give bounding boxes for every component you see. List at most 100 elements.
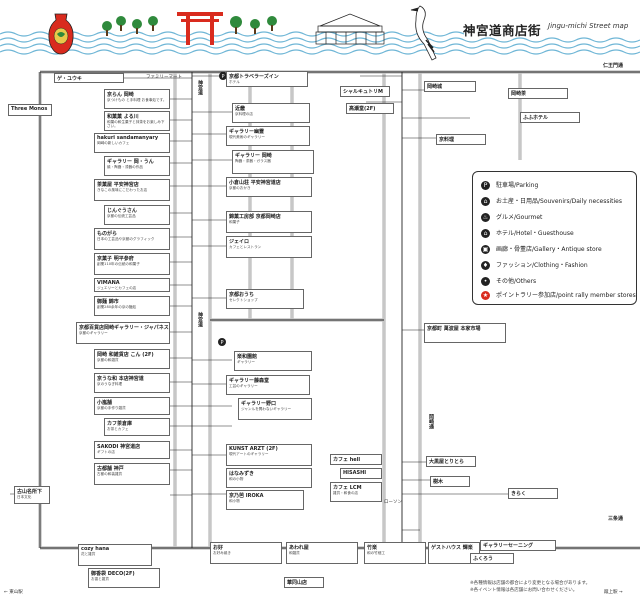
shop-card[interactable]: 岡崎城 — [424, 81, 476, 92]
shop-desc: 現代美術のギャラリー — [229, 135, 265, 139]
shop-card[interactable]: 京都町 萬波屋 本家市場 — [424, 323, 506, 343]
shop-name: VIMANA — [97, 280, 120, 286]
shop-card[interactable]: きらく — [508, 488, 558, 499]
legend-item-gallery: ▣画廊・骨董店/Gallery・Antique store — [481, 244, 602, 254]
shop-name: 古山名所下 — [17, 489, 43, 495]
shop-card[interactable]: 小倉山荘 平安神宮道店京都のおかき — [226, 177, 312, 197]
dots-icon: • — [481, 277, 490, 286]
shop-card[interactable]: シャルキュトリM — [340, 86, 390, 97]
shop-desc: 雑貨・和食の店 — [333, 491, 359, 495]
shop-card[interactable]: 京らん 岡崎京つけもの と手料理 お食事処です。 — [104, 89, 170, 109]
shop-card[interactable]: 京都おうちセレクトショップ — [226, 289, 304, 309]
shop-card[interactable]: 小嵐舗京都の手作り雑貨 — [94, 397, 170, 415]
shop-card[interactable]: ギャラリー 岡・うん焼・陶器・漆器の作品 — [104, 156, 170, 176]
shop-card[interactable]: Three Monos — [8, 104, 52, 116]
shop-desc: 和菓子 — [229, 220, 240, 224]
svg-text:P: P — [220, 340, 223, 346]
shop-card[interactable]: ふふホテル — [520, 112, 580, 123]
shop-card[interactable]: 岡崎 和雑貨店 こん (2F)京都の和雑貨 — [94, 349, 170, 369]
shop-card[interactable]: 京都百貨店岡崎ギャラリー・ジャパネスク京都のギャラリー — [76, 322, 170, 344]
shop-card[interactable]: あわれ屋和雑貨 — [286, 542, 358, 564]
shop-card[interactable]: 岡崎茶 — [508, 88, 568, 99]
shop-desc: 京都の伝統工芸品 — [107, 214, 136, 218]
shop-card[interactable]: ものがら日本の工芸品や京都のグラフィック — [94, 228, 170, 250]
fork-knife-icon: ♨ — [481, 213, 490, 222]
shop-card[interactable]: 錦菓工房部 京都岡崎店和菓子 — [226, 211, 312, 233]
shop-card[interactable]: KUNST ARZT (2F)現代アートのギャラリー — [226, 444, 312, 466]
shop-name: ふふホテル — [523, 115, 549, 121]
shop-name: HISASHI — [343, 470, 367, 476]
shop-card[interactable]: カフ茶倉庫お茶とカフェ — [104, 418, 170, 436]
shop-desc: 古都の和装雑貨 — [97, 472, 123, 476]
shop-card[interactable]: ギャラリー野口ジャンルを問わないギャラリー — [238, 398, 312, 420]
shop-card[interactable]: お好お好み焼き — [210, 542, 282, 564]
shop-card[interactable]: 和菓菓 よる川和菓の和生菓子と抹茶をお楽しみ下さい。 — [104, 111, 170, 131]
vase-illustration — [48, 13, 74, 55]
shop-card[interactable]: カフェ hell — [330, 454, 382, 465]
shop-card[interactable]: じんぐうさん京都の伝統工芸品 — [104, 205, 170, 225]
shop-card[interactable]: 近畿京料理の店 — [232, 103, 310, 123]
street-label-jingu-mid: 神宮道 — [197, 312, 203, 327]
shop-card[interactable]: ふくろう — [470, 553, 514, 564]
shop-name: 京都町 萬波屋 本家市場 — [427, 326, 481, 332]
shop-card[interactable]: 古山名所下日本文化 — [14, 486, 50, 504]
shop-card[interactable]: ギャラリー幽霊現代美術のギャラリー — [226, 126, 310, 146]
heron-illustration — [410, 5, 437, 61]
legend-label: 画廊・骨董店/Gallery・Antique store — [496, 246, 602, 253]
legend-item-others: • その他/Others — [481, 276, 536, 286]
shop-card[interactable]: はなみずき和の小物 — [226, 468, 312, 488]
shop-desc: ジュエリーとカフェの店 — [97, 286, 137, 290]
shop-card[interactable]: 京うな和 本店神宮道京のうなぎ料理 — [94, 373, 170, 393]
shop-card[interactable]: 大黒屋とりとら — [426, 456, 476, 467]
shop-card[interactable]: 御麺 錦市創業280余年の京の麺処 — [94, 296, 170, 316]
shop-card[interactable]: 華同山店 — [284, 577, 324, 588]
parking-icon: P — [481, 181, 490, 190]
shop-name: きらく — [511, 491, 527, 497]
shop-name: 京うな和 本店神宮道 — [97, 376, 144, 382]
legend-item-fashion: ♦ファッション/Clothing・Fashion — [481, 260, 588, 270]
point-rally-icon: ★ — [481, 291, 490, 300]
shop-name: ギャラリー野口 — [241, 401, 277, 407]
shop-card[interactable]: ギャラリーセーニング — [480, 540, 556, 551]
shop-card[interactable]: 竹楽和の竹細工 — [364, 542, 426, 564]
shop-name: ゲ・ユウキ — [57, 76, 83, 82]
shop-desc: 和の竹細工 — [367, 551, 385, 555]
shop-card[interactable]: 樹木 — [430, 476, 470, 487]
shop-card[interactable]: 京菓子 明平参府創業110年の伝統の和菓子 — [94, 253, 170, 275]
shop-desc: 現代アートのギャラリー — [229, 452, 269, 456]
shop-card[interactable]: HISASHI — [340, 468, 382, 479]
shop-card[interactable]: 高瀬堂(2F) — [346, 103, 394, 114]
shop-card[interactable]: 古都舗 神戸古都の和装雑貨 — [94, 463, 170, 485]
street-label-jingu-top: 神宮道 — [197, 80, 203, 95]
shop-card[interactable]: 茶菓屋 平安神宮店きなこの風味にこだわったお店 — [94, 179, 170, 201]
shop-card[interactable]: ジェイロカフェとレストラン — [226, 236, 312, 258]
legend-item-hotel: ⌂ホテル/Hotel・Guesthouse — [481, 228, 574, 238]
shop-card[interactable]: 楽和園館ギャラリー — [234, 351, 312, 371]
shop-name: シャルキュトリM — [343, 89, 383, 95]
station-higashiyama: ← 東山駅 — [4, 590, 23, 595]
shop-name: ジェイロ — [229, 239, 250, 245]
shop-card[interactable]: 京都トラベラーズインホテル — [226, 71, 308, 87]
shop-name: 樹木 — [433, 479, 444, 485]
shop-card[interactable]: 御香袋 DECO(2F)お香と雑貨 — [88, 568, 160, 588]
shop-desc: 京都の和雑貨 — [97, 358, 119, 362]
landmark-family: ファミリーマート — [146, 75, 182, 80]
trees-illustration — [102, 16, 277, 36]
shop-card[interactable]: 京料理 — [436, 134, 486, 145]
legend-label: その他/Others — [496, 278, 537, 285]
shop-name: 岡崎城 — [427, 84, 443, 90]
shop-card[interactable]: ギャラリー藤森堂工芸のギャラリー — [226, 375, 310, 395]
shop-desc: 京都のおかき — [229, 186, 251, 190]
shop-card[interactable]: ゲ・ユウキ — [54, 73, 124, 83]
street-label-nijo: 仁王門通 — [603, 63, 624, 69]
shop-card[interactable]: SAKODI 神宮道店ギフトの店 — [94, 441, 170, 459]
shop-card[interactable]: ギャラリー 岡崎陶器・漆器・ガラス器 — [232, 150, 314, 174]
shop-name: ギャラリーセーニング — [483, 543, 534, 549]
shop-desc: 陶器・漆器・ガラス器 — [235, 159, 271, 163]
